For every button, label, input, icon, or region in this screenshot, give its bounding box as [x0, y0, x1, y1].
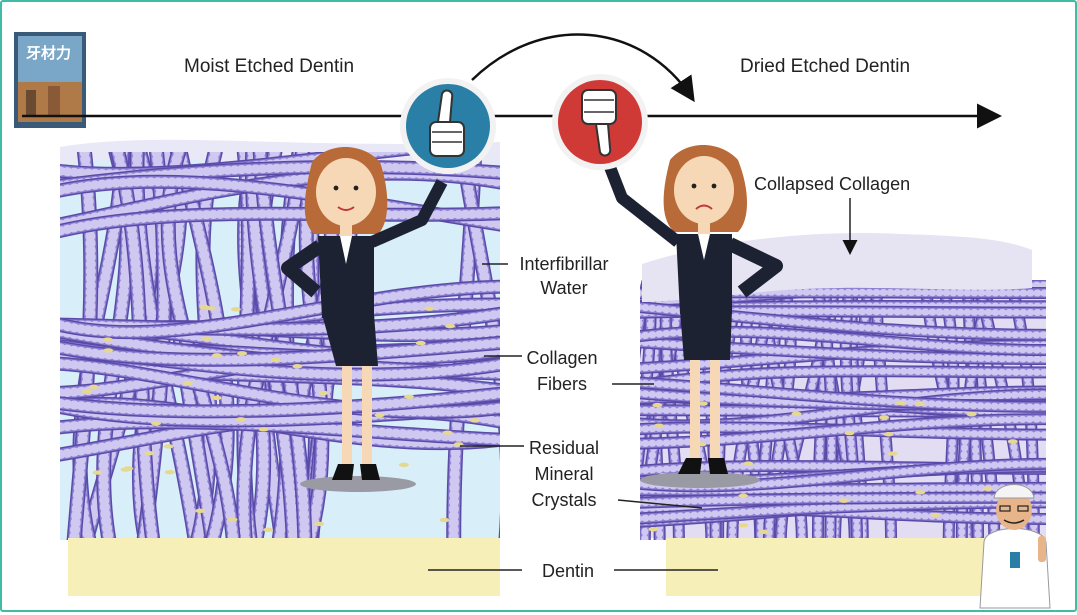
mineral-crystal	[983, 486, 993, 490]
mineral-crystal	[236, 417, 246, 421]
mineral-crystal	[915, 490, 925, 494]
mineral-crystal	[292, 364, 302, 368]
mineral-crystal	[212, 396, 222, 400]
label-mineral: Mineral	[534, 464, 593, 484]
mineral-crystal	[759, 530, 769, 534]
mineral-crystal	[202, 336, 212, 340]
mineral-crystal	[439, 518, 449, 522]
mineral-crystal	[967, 412, 977, 416]
mineral-crystal	[844, 431, 854, 435]
book-cover-title: 牙材力	[26, 44, 71, 62]
mineral-crystal	[443, 431, 453, 435]
label-residual: Residual	[529, 438, 599, 458]
mineral-crystal	[445, 324, 455, 328]
label-interfibrillar: Interfibrillar	[519, 254, 608, 274]
mineral-crystal	[82, 389, 92, 393]
label-collapsed-collagen: Collapsed Collagen	[754, 174, 910, 194]
mineral-crystal	[1008, 439, 1018, 443]
mineral-crystal	[151, 421, 161, 425]
heading-moist-etched-dentin: Moist Etched Dentin	[184, 56, 354, 77]
mineral-crystal	[416, 341, 426, 345]
mineral-crystal	[791, 412, 801, 416]
mineral-crystal	[652, 403, 662, 407]
mineral-crystal	[896, 401, 906, 405]
mineral-crystal	[884, 432, 894, 436]
moist-collagen-network	[60, 140, 508, 542]
mineral-crystal	[743, 461, 753, 465]
label-water: Water	[540, 278, 587, 298]
mineral-crystal	[103, 348, 113, 352]
mineral-crystal	[206, 306, 216, 310]
mineral-crystal	[183, 381, 193, 385]
mineral-crystal	[648, 527, 658, 531]
mineral-crystal	[263, 528, 273, 532]
mineral-crystal	[92, 470, 102, 474]
mineral-crystal	[879, 415, 889, 419]
label-dentin: Dentin	[542, 561, 594, 581]
label-fibers: Fibers	[537, 374, 587, 394]
label-crystals: Crystals	[531, 490, 596, 510]
mineral-crystal	[271, 357, 281, 361]
mineral-crystal	[259, 427, 269, 431]
mineral-crystal	[319, 391, 329, 395]
mineral-crystal	[470, 418, 480, 422]
heading-dried-etched-dentin: Dried Etched Dentin	[740, 56, 910, 77]
mineral-crystal	[123, 466, 133, 470]
mineral-crystal	[738, 523, 748, 527]
mineral-crystal	[212, 353, 222, 357]
mineral-crystal	[888, 451, 898, 455]
mineral-crystal	[228, 517, 238, 521]
thumbs-down-sign	[552, 74, 648, 170]
mineral-crystal	[915, 402, 925, 406]
mineral-crystal	[144, 451, 154, 455]
mineral-crystal	[738, 494, 748, 498]
mineral-crystal	[164, 444, 174, 448]
mineral-crystal	[231, 307, 241, 311]
mineral-crystal	[103, 337, 113, 341]
mineral-crystal	[375, 413, 385, 417]
label-collagen: Collagen	[526, 348, 597, 368]
mineral-crystal	[399, 463, 409, 467]
mineral-crystal	[165, 470, 175, 474]
mineral-crystal	[654, 424, 664, 428]
mineral-crystal	[314, 522, 324, 526]
mineral-crystal	[839, 498, 849, 502]
dentin-base-right	[666, 538, 1014, 596]
mineral-crystal	[195, 509, 205, 513]
dentin-base-left	[68, 538, 500, 596]
mineral-crystal	[404, 395, 414, 399]
book-cover: 牙材力	[14, 32, 86, 128]
mineral-crystal	[237, 351, 247, 355]
thumbs-up-sign	[400, 78, 496, 174]
mineral-crystal	[424, 306, 434, 310]
mineral-crystal	[931, 513, 941, 517]
mineral-crystal	[89, 385, 99, 389]
